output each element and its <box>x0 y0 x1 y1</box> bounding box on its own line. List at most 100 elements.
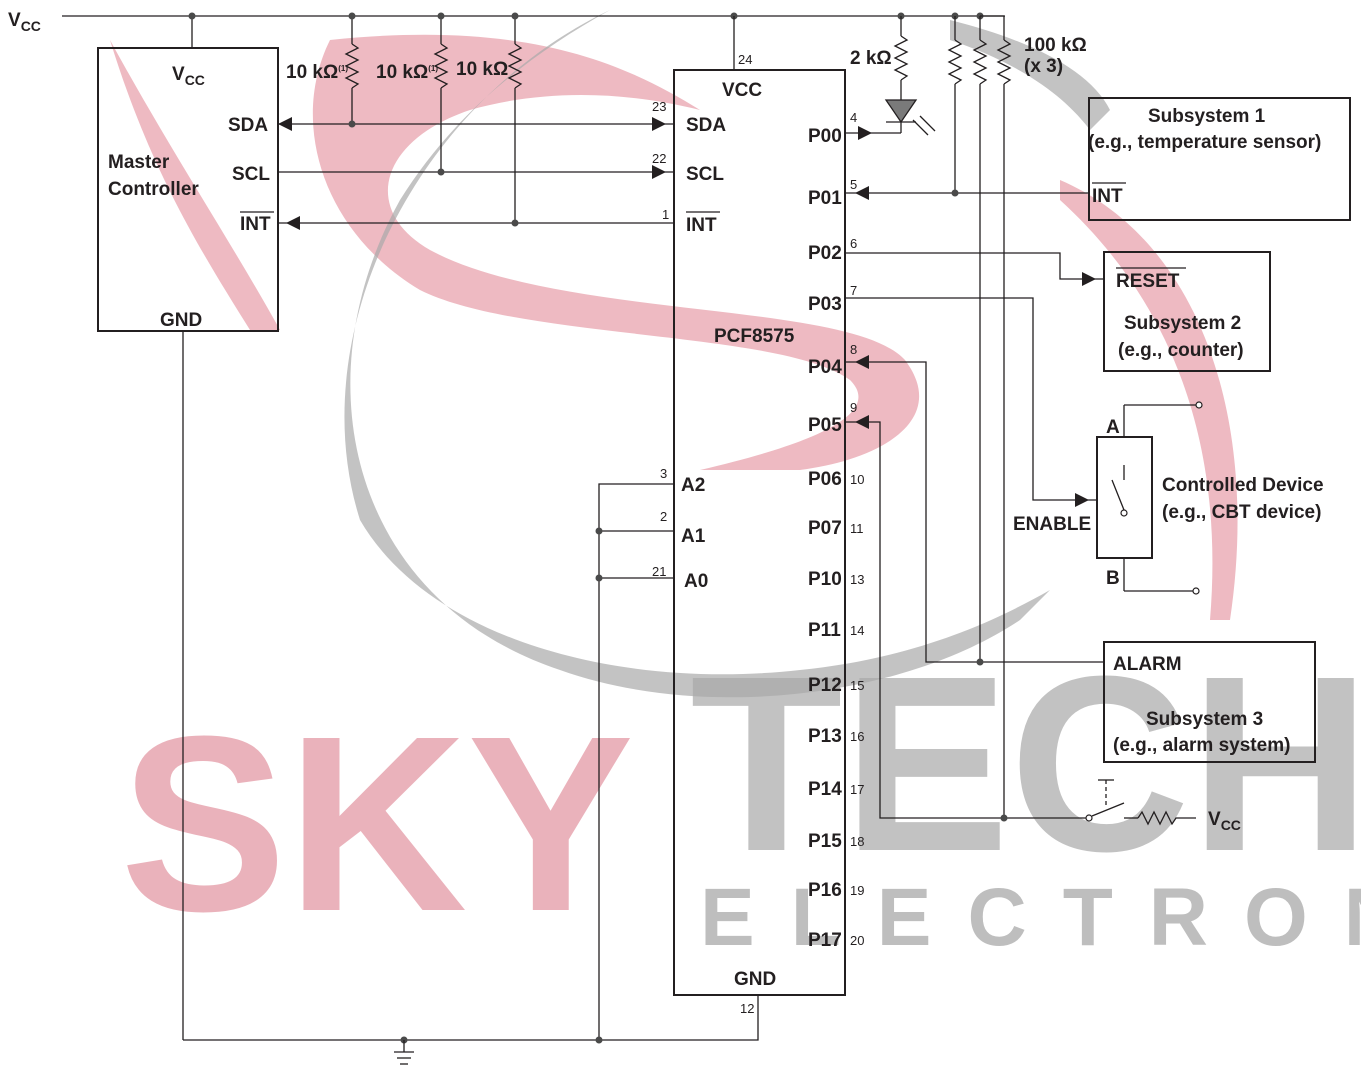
terminal-b-icon <box>1192 587 1200 595</box>
port-label: P17 <box>808 930 842 951</box>
junction-dot <box>951 189 959 197</box>
port-pin: 5 <box>850 177 857 192</box>
port-label: P01 <box>808 188 842 209</box>
port-label: P05 <box>808 415 842 436</box>
arrow-right-icon <box>1082 272 1096 286</box>
arrow-right-icon <box>652 165 666 179</box>
gnd-bus-wire <box>183 995 759 1041</box>
pullups-count-label: (x 3) <box>1024 56 1063 77</box>
port-pin: 6 <box>850 236 857 251</box>
chip-name: PCF8575 <box>714 326 795 347</box>
port-pin: 14 <box>850 623 864 638</box>
port-pin: 10 <box>850 472 864 487</box>
device-a-label: A <box>1106 417 1120 438</box>
port-label: P16 <box>808 880 842 901</box>
chip-scl-label: SCL <box>686 164 724 185</box>
chip-pin-gnd: 12 <box>740 1001 754 1016</box>
port-pin: 19 <box>850 883 864 898</box>
master-gnd-label: GND <box>160 310 202 331</box>
port-label: P00 <box>808 126 842 147</box>
watermark-red-swoosh-main <box>312 34 920 471</box>
r-led-label: 2 kΩ <box>850 48 892 69</box>
watermark-brand-right: TECH <box>690 624 1361 903</box>
r1-label: 10 kΩ(1) <box>286 62 348 83</box>
arrow-left-icon <box>286 216 300 230</box>
port-pin: 7 <box>850 283 857 298</box>
watermark-red-swoosh-left <box>110 40 280 330</box>
master-sda-label: SDA <box>228 115 268 136</box>
resistor-r3-icon <box>507 43 523 89</box>
vcc-rail-label: VCC <box>8 10 41 34</box>
chip-pin-sda: 23 <box>652 99 666 114</box>
led-icon <box>884 99 918 124</box>
p02-wire <box>845 252 1104 280</box>
resistor-2k-icon <box>893 35 909 81</box>
r3-label: 10 kΩ <box>456 59 508 80</box>
subsystem3-box <box>1103 641 1316 763</box>
port-label: P13 <box>808 726 842 747</box>
port-label: P07 <box>808 518 842 539</box>
port-pin: 16 <box>850 729 864 744</box>
master-title-line2: Controller <box>108 179 199 200</box>
port-label: P15 <box>808 831 842 852</box>
master-title-line1: Master <box>108 152 170 173</box>
port-labels: P00 4 P01 5 P02 6 P03 7 P04 8 P05 9 P06 … <box>808 110 864 951</box>
port-label: P03 <box>808 294 842 315</box>
ground-icon <box>394 1040 414 1065</box>
watermark-brand-sub: ELECTRONIC <box>700 872 1361 963</box>
chip-int-label: INT <box>686 215 717 236</box>
r2-label: 10 kΩ(1) <box>376 62 438 83</box>
subsystem2-box <box>1103 251 1271 372</box>
subsystem3-desc: (e.g., alarm system) <box>1113 735 1290 756</box>
subsystem2-reset-label: RESET <box>1116 271 1180 292</box>
resistor-r1-icon <box>344 43 360 89</box>
junction-dot <box>348 12 356 20</box>
subsystem2-title: Subsystem 2 <box>1124 313 1241 334</box>
port-pin: 17 <box>850 782 864 797</box>
arrow-left-icon <box>855 415 869 429</box>
switch-contact-icon <box>1120 509 1128 517</box>
chip-pin-vcc: 24 <box>738 52 752 67</box>
arrow-left-icon <box>855 186 869 200</box>
subsystem2-desc: (e.g., counter) <box>1118 340 1244 361</box>
port-label: P12 <box>808 675 842 696</box>
device-title: Controlled Device <box>1162 475 1324 496</box>
port-pin: 4 <box>850 110 857 125</box>
subsystem1-box <box>1088 97 1351 221</box>
junction-dot <box>511 219 519 227</box>
chip-pin-a0: 21 <box>652 564 666 579</box>
a2-wire <box>598 483 674 1040</box>
device-desc: (e.g., CBT device) <box>1162 502 1321 523</box>
junction-dot <box>511 12 519 20</box>
chip-sda-label: SDA <box>686 115 726 136</box>
terminal-a-icon <box>1195 401 1203 409</box>
junction-dot <box>437 12 445 20</box>
port-label: P10 <box>808 569 842 590</box>
pushbutton-contact-icon <box>1085 814 1093 822</box>
led-light-ray-icon <box>912 119 929 136</box>
switch-vcc-label: VCC <box>1208 809 1241 833</box>
subsystem1-desc: (e.g., temperature sensor) <box>1088 132 1321 153</box>
port-pin: 8 <box>850 342 857 357</box>
chip-a0-label: A0 <box>684 571 708 592</box>
port-pin: 9 <box>850 400 857 415</box>
master-controller-box <box>97 47 279 332</box>
p03-wire <box>845 297 1097 501</box>
junction-dot <box>188 12 196 20</box>
arrow-left-icon <box>278 117 292 131</box>
junction-dot <box>595 1036 603 1044</box>
subsystem1-int-label: INT <box>1092 186 1123 207</box>
master-vcc-label: VCC <box>172 64 205 88</box>
device-b-label: B <box>1106 568 1120 589</box>
pullup-resistors: 10 kΩ(1) 10 kΩ(1) 10 kΩ <box>188 12 984 223</box>
subsystem3-title: Subsystem 3 <box>1146 709 1263 730</box>
chip-pin-a2: 3 <box>660 466 667 481</box>
chip-a1-label: A1 <box>681 526 706 547</box>
junction-dot <box>437 168 445 176</box>
watermark-red-swoosh-right <box>1060 180 1238 620</box>
port-label: P11 <box>808 620 841 641</box>
port-pin: 13 <box>850 572 864 587</box>
junction-dot <box>976 658 984 666</box>
